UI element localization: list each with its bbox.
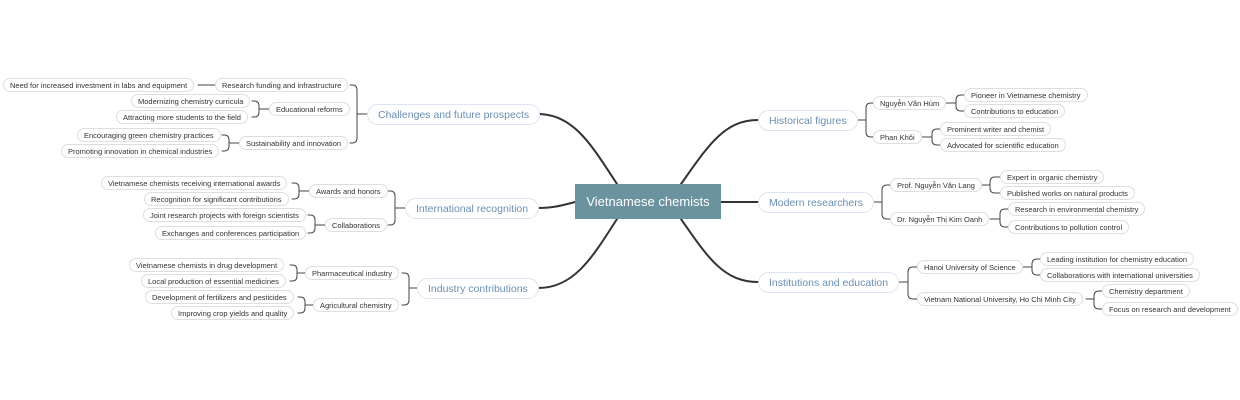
edge-root-international [537, 201, 576, 209]
leaf-fertilizers-pesticides[interactable]: Development of fertilizers and pesticide… [145, 290, 294, 304]
edge-historical-subs-bracket [865, 102, 874, 138]
leaf-essential-medicines[interactable]: Local production of essential medicines [141, 274, 286, 288]
sub-educational-reforms[interactable]: Educational reforms [269, 102, 350, 116]
leaf-significant-contributions[interactable]: Recognition for significant contribution… [144, 192, 289, 206]
leaf-international-awards[interactable]: Vietnamese chemists receiving internatio… [101, 176, 288, 190]
branch-institutions-education[interactable]: Institutions and education [758, 272, 900, 293]
branch-challenges-prospects[interactable]: Challenges and future prospects [367, 104, 541, 125]
sub-awards-honors[interactable]: Awards and honors [309, 184, 388, 198]
edge-hanoi-leaves-bracket [1031, 258, 1041, 276]
edge-agri-leaves-bracket [297, 296, 306, 314]
edge-international-subs-bracket [387, 190, 396, 226]
leaf-pioneer-chemistry[interactable]: Pioneer in Vietnamese chemistry [964, 88, 1088, 102]
sub-nguyen-thi-kim-oanh[interactable]: Dr. Nguyễn Thị Kim Oanh [890, 212, 990, 226]
leaf-leading-institution[interactable]: Leading institution for chemistry educat… [1040, 252, 1195, 266]
edge-root-historical [680, 119, 759, 185]
edge-vnu-leaves-bracket [1093, 290, 1103, 310]
edge-lang-leaves-bracket [989, 176, 1001, 194]
leaf-joint-research[interactable]: Joint research projects with foreign sci… [143, 208, 306, 222]
sub-collaborations[interactable]: Collaborations [325, 218, 387, 232]
sub-pharmaceutical-industry[interactable]: Pharmaceutical industry [305, 266, 400, 280]
edge-collaborations-leaves-bracket [307, 214, 316, 234]
leaf-natural-products[interactable]: Published works on natural products [1000, 186, 1135, 200]
leaf-chemistry-department[interactable]: Chemistry department [1102, 284, 1190, 298]
sub-vnu-hcmc[interactable]: Vietnam National University, Ho Chi Minh… [917, 292, 1083, 306]
leaf-contributions-education[interactable]: Contributions to education [964, 104, 1066, 118]
leaf-increased-investment[interactable]: Need for increased investment in labs an… [3, 78, 195, 92]
leaf-conferences-participation[interactable]: Exchanges and conferences participation [155, 226, 307, 240]
edge-root-industry [537, 218, 618, 289]
leaf-international-universities[interactable]: Collaborations with international univer… [1040, 268, 1200, 282]
leaf-crop-yields[interactable]: Improving crop yields and quality [171, 306, 295, 320]
leaf-modernizing-curricula[interactable]: Modernizing chemistry curricula [131, 94, 251, 108]
leaf-environmental-chemistry[interactable]: Research in environmental chemistry [1008, 202, 1146, 216]
edge-hum-leaves-bracket [955, 94, 965, 112]
sub-hanoi-university[interactable]: Hanoi University of Science [917, 260, 1023, 274]
branch-industry-contributions[interactable]: Industry contributions [417, 278, 539, 299]
edge-challenges-subs-bracket [349, 84, 358, 144]
leaf-advocated-education[interactable]: Advocated for scientific education [940, 138, 1066, 152]
edge-pharma-leaves-bracket [289, 264, 298, 282]
edge-institutions-subs-bracket [907, 266, 918, 300]
root-node[interactable]: Vietnamese chemists [575, 184, 721, 219]
sub-phan-khoi[interactable]: Phan Khôi [873, 130, 922, 144]
branch-historical-figures[interactable]: Historical figures [758, 110, 858, 131]
leaf-chemical-industries[interactable]: Promoting innovation in chemical industr… [61, 144, 220, 158]
edge-modern-subs-bracket [881, 184, 891, 220]
branch-international-recognition[interactable]: International recognition [405, 198, 540, 219]
edge-root-challenges [537, 113, 618, 185]
leaf-prominent-writer[interactable]: Prominent writer and chemist [940, 122, 1052, 136]
sub-nguyen-van-lang[interactable]: Prof. Nguyễn Văn Lang [890, 178, 982, 192]
edge-khoi-leaves-bracket [931, 128, 941, 146]
leaf-pollution-control[interactable]: Contributions to pollution control [1008, 220, 1130, 234]
leaf-green-chemistry[interactable]: Encouraging green chemistry practices [77, 128, 221, 142]
leaf-organic-chemistry[interactable]: Expert in organic chemistry [1000, 170, 1105, 184]
leaf-drug-development[interactable]: Vietnamese chemists in drug development [129, 258, 285, 272]
edge-sustainability-leaves-bracket [221, 134, 230, 152]
branch-modern-researchers[interactable]: Modern researchers [758, 192, 874, 213]
edge-root-institutions [680, 218, 759, 283]
sub-sustainability-innovation[interactable]: Sustainability and innovation [239, 136, 349, 150]
edge-reforms-leaves-bracket [251, 100, 260, 118]
leaf-attracting-students[interactable]: Attracting more students to the field [116, 110, 248, 124]
edge-industry-subs-bracket [401, 272, 410, 306]
edge-awards-leaves-bracket [291, 182, 300, 200]
sub-agricultural-chemistry[interactable]: Agricultural chemistry [313, 298, 399, 312]
leaf-research-development[interactable]: Focus on research and development [1102, 302, 1238, 316]
sub-nguyen-van-hum[interactable]: Nguyễn Văn Hùm [873, 96, 947, 110]
edge-oanh-leaves-bracket [999, 208, 1009, 228]
sub-research-funding[interactable]: Research funding and infrastructure [215, 78, 349, 92]
